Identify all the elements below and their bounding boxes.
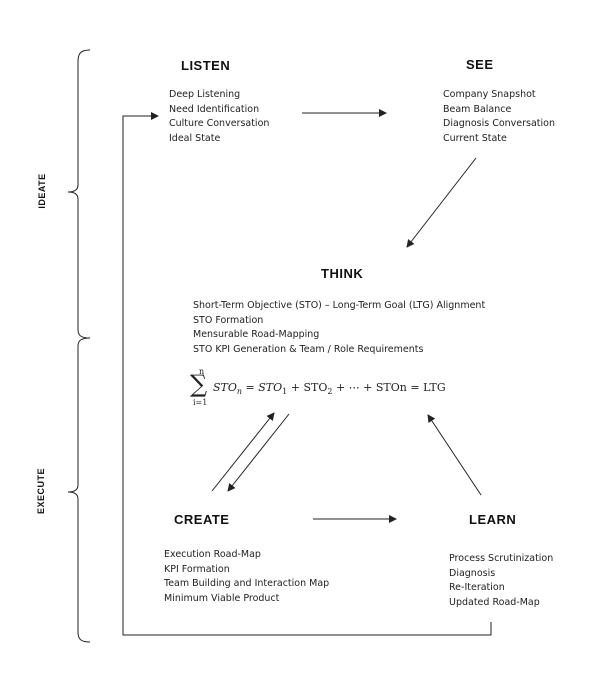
arrow-learn-to-think (427, 414, 482, 496)
list-item: Culture Conversation (169, 118, 270, 129)
list-item: KPI Formation (164, 563, 230, 575)
list-item: Short-Term Objective (STO) – Long-Term G… (193, 300, 486, 311)
formula-ltg: LTG (423, 381, 446, 394)
list-item: STO Formation (193, 314, 264, 326)
learn-title: LEARN (469, 512, 517, 527)
formula-t2-sub: 2 (327, 387, 333, 397)
execute-label: EXECUTE (36, 468, 46, 515)
think-list: Short-Term Objective (STO) – Long-Term G… (193, 299, 485, 357)
list-item: STO KPI Generation & Team / Role Require… (193, 343, 424, 355)
ideate-label: IDEATE (37, 173, 47, 209)
sum-lower-limit: i=1 (193, 398, 208, 407)
formula-eq-2: = (410, 381, 420, 394)
list-item: Process Scrutinization (449, 553, 554, 564)
loop-connector (122, 112, 492, 636)
arrow-think-to-create (227, 413, 290, 492)
formula-plus-3: + (363, 381, 373, 394)
list-item: Minimum Viable Product (164, 592, 280, 604)
formula-plus-2: + (335, 381, 346, 394)
arrow-see-to-think (406, 157, 477, 248)
list-item: Need Identification (169, 103, 260, 115)
formula-t2: STO (303, 381, 328, 394)
learn-list: Process Scrutinization Diagnosis Re-Iter… (449, 552, 553, 610)
sum-sigma: ∑ (190, 370, 208, 398)
list-item: Company Snapshot (443, 89, 536, 100)
formula-plus-1: + (290, 381, 300, 394)
create-title: CREATE (174, 512, 230, 527)
list-item: Diagnosis Conversation (443, 118, 556, 129)
formula-dots: ⋯ (348, 381, 360, 394)
list-item: Beam Balance (443, 103, 512, 115)
ideate-bracket (67, 49, 91, 339)
formula-t1-sub: 1 (282, 387, 288, 397)
arrow-create-to-think (211, 412, 275, 492)
list-item: Execution Road-Map (164, 549, 261, 560)
formula-term-sub: n (236, 387, 243, 397)
listen-title: LISTEN (181, 58, 231, 73)
list-item: Ideal State (169, 132, 221, 144)
list-item: Deep Listening (169, 89, 241, 100)
sum-upper-limit: n (199, 367, 205, 376)
list-item: Re-Iteration (449, 582, 505, 593)
formula-tn: STOn (375, 381, 407, 394)
formula-eq: = (245, 381, 255, 394)
list-item: Updated Road-Map (449, 596, 540, 608)
list-item: Current State (443, 132, 507, 144)
formula-term: STO (213, 381, 237, 394)
think-title: THINK (321, 266, 364, 281)
see-title: SEE (466, 57, 494, 72)
list-item: Diagnosis (449, 567, 496, 579)
list-item: Team Building and Interaction Map (164, 578, 330, 589)
create-list: Execution Road-Map KPI Formation Team Bu… (164, 548, 329, 606)
formula-body: STOn = STO1 + STO2 + ⋯ + STOn = LTG (213, 381, 446, 396)
formula-t1: STO (258, 381, 283, 394)
list-item: Mensurable Road-Mapping (193, 329, 320, 340)
listen-list: Deep Listening Need Identification Cultu… (169, 88, 269, 146)
execute-bracket (67, 337, 91, 643)
see-list: Company Snapshot Beam Balance Diagnosis … (443, 88, 555, 146)
